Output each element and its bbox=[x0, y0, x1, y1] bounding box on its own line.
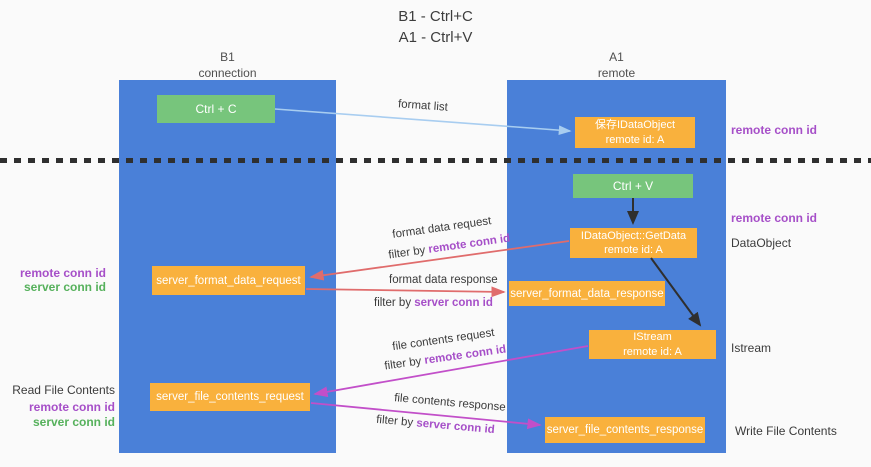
node-istream-line2: remote id: A bbox=[623, 345, 682, 358]
node-getdata-line2: remote id: A bbox=[604, 244, 663, 256]
lane-a1-role: remote bbox=[597, 65, 636, 80]
left-server-conn-id-mid: server conn id bbox=[23, 280, 106, 295]
node-getdata-line1: IDataObject::GetData bbox=[580, 229, 687, 242]
file-contents-response-label: file contents response bbox=[393, 392, 507, 414]
lane-b1-name: B1 bbox=[220, 50, 235, 64]
node-server-file-contents-response: server_file_contents_response bbox=[545, 417, 705, 443]
filter-by-text: filter by bbox=[387, 243, 430, 262]
read-file-contents-label: Read File Contents bbox=[12, 383, 115, 397]
right-dataobject-label: DataObject bbox=[731, 236, 792, 250]
right-remote-conn-id-mid: remote conn id bbox=[731, 211, 818, 225]
format-data-response-label: format data response bbox=[389, 274, 498, 286]
right-remote-conn-id-top: remote conn id bbox=[731, 123, 818, 137]
left-mid-conn-id-labels: remote conn id server conn id bbox=[10, 266, 106, 295]
title-line-2: A1 - Ctrl+V bbox=[398, 29, 473, 46]
filter-by-text: filter by bbox=[374, 297, 415, 309]
filter-by-text: filter by bbox=[383, 354, 426, 373]
format-response-filter-label: filter by server conn id bbox=[374, 297, 493, 309]
node-istream-line1: IStream bbox=[633, 331, 672, 344]
node-server-file-contents-request: server_file_contents_request bbox=[150, 383, 310, 411]
server-conn-id-text: server conn id bbox=[415, 417, 496, 437]
right-istream-label: Istream bbox=[731, 341, 772, 355]
node-save-dataobject: 保存IDataObject remote id: A bbox=[575, 117, 695, 148]
lane-b1-role: connection bbox=[198, 65, 257, 80]
lane-a1-name: A1 bbox=[609, 50, 624, 64]
dashed-separator-line bbox=[0, 158, 871, 163]
node-file-request-label: server_file_contents_request bbox=[156, 391, 304, 403]
node-format-request-label: server_format_data_request bbox=[156, 274, 301, 287]
node-istream: IStream remote id: A bbox=[589, 330, 716, 359]
node-ctrl-v: Ctrl + V bbox=[573, 174, 693, 198]
title-line-1: B1 - Ctrl+C bbox=[398, 8, 473, 25]
node-file-response-label: server_file_contents_response bbox=[546, 424, 704, 436]
lane-header-a1: A1 remote bbox=[507, 50, 726, 81]
filter-by-text: filter by bbox=[375, 413, 417, 430]
right-write-file-contents-label: Write File Contents bbox=[735, 424, 837, 438]
file-response-filter-label: filter by server conn id bbox=[376, 414, 495, 436]
diagram-title: B1 - Ctrl+C A1 - Ctrl+V bbox=[0, 6, 871, 48]
node-ctrl-v-label: Ctrl + V bbox=[612, 179, 654, 193]
server-conn-id-text: server conn id bbox=[414, 297, 493, 309]
node-ctrl-c-label: Ctrl + C bbox=[195, 102, 237, 116]
left-server-conn-id-bottom: server conn id bbox=[32, 414, 115, 429]
node-ctrl-c: Ctrl + C bbox=[157, 95, 275, 123]
node-save-dataobject-line1: 保存IDataObject bbox=[594, 119, 676, 132]
left-bottom-labels: Read File Contents remote conn id server… bbox=[10, 383, 115, 429]
lane-header-b1: B1 connection bbox=[119, 50, 336, 81]
remote-conn-id-text: remote conn id bbox=[427, 232, 511, 256]
node-server-format-data-request: server_format_data_request bbox=[152, 266, 305, 295]
left-remote-conn-id-mid: remote conn id bbox=[19, 266, 106, 280]
node-idataobject-getdata: IDataObject::GetData remote id: A bbox=[570, 228, 697, 258]
format-list-label: format list bbox=[397, 98, 449, 114]
left-remote-conn-id-bottom: remote conn id bbox=[28, 400, 115, 415]
node-save-dataobject-line2: remote id: A bbox=[605, 133, 665, 146]
node-format-response-label: server_format_data_response bbox=[510, 287, 664, 300]
node-server-format-data-response: server_format_data_response bbox=[509, 281, 665, 306]
